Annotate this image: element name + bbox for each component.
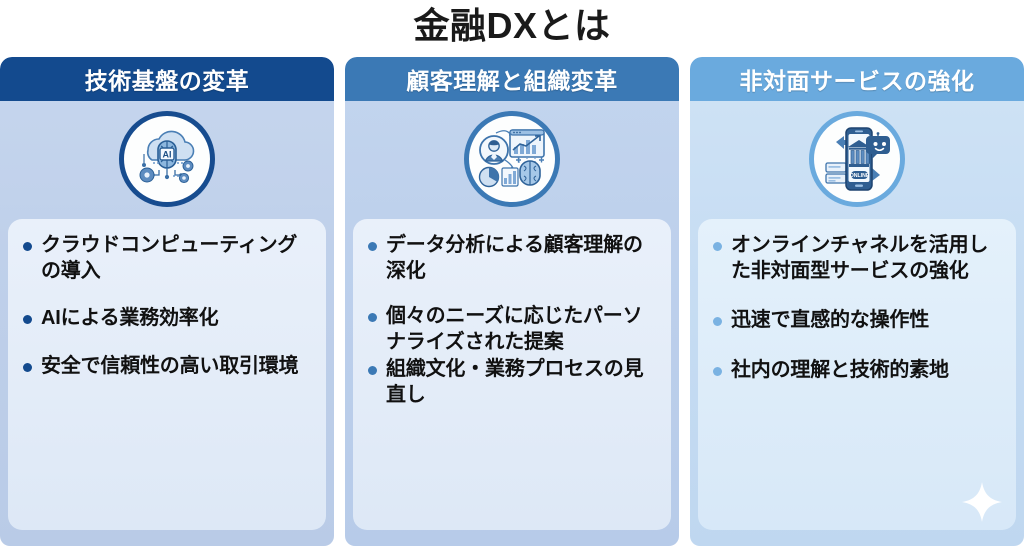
column-header-customer: 顧客理解と組織変革 [345, 57, 679, 101]
columns-row: 技術基盤の変革 AI [0, 57, 1024, 546]
customer-analytics-brain-icon [464, 111, 560, 207]
column-card-customer[interactable]: 顧客理解と組織変革 [345, 57, 679, 546]
bullet-list-technology: クラウドコンピューティングの導入 AIによる業務効率化 安全で信頼性の高い取引環… [14, 233, 316, 379]
svg-text:ONLINE: ONLINE [850, 173, 870, 179]
bullet-list-customer: データ分析による顧客理解の深化 個々のニーズに応じたパーソナライズされた提案 組… [359, 233, 661, 409]
list-item: 組織文化・業務プロセスの見直し [359, 357, 661, 408]
svg-text:AI: AI [163, 150, 172, 160]
mobile-online-banking-chatbot-icon: ONLINE [809, 111, 905, 207]
bullet-panel-technology: クラウドコンピューティングの導入 AIによる業務効率化 安全で信頼性の高い取引環… [8, 219, 326, 530]
list-item: 安全で信頼性の高い取引環境 [14, 354, 316, 380]
list-item: クラウドコンピューティングの導入 [14, 233, 316, 284]
list-item: 社内の理解と技術的素地 [704, 358, 1006, 384]
column-card-technology[interactable]: 技術基盤の変革 AI [0, 57, 334, 546]
cloud-ai-brain-gears-icon: AI [119, 111, 215, 207]
list-item: データ分析による顧客理解の深化 [359, 233, 661, 284]
sparkle-star-icon [962, 482, 1002, 522]
icon-container-technology: AI [0, 101, 334, 211]
column-header-technology: 技術基盤の変革 [0, 57, 334, 101]
bullet-list-remote-service: オンラインチャネルを活用した非対面型サービスの強化 迅速で直感的な操作性 社内の… [704, 233, 1006, 383]
column-header-remote-service: 非対面サービスの強化 [690, 57, 1024, 101]
bullet-panel-customer: データ分析による顧客理解の深化 個々のニーズに応じたパーソナライズされた提案 組… [353, 219, 671, 530]
page-title: 金融DXとは [413, 5, 611, 46]
list-item: オンラインチャネルを活用した非対面型サービスの強化 [704, 233, 1006, 284]
icon-container-remote-service: ONLINE [690, 101, 1024, 211]
list-item: 迅速で直感的な操作性 [704, 308, 1006, 334]
icon-container-customer [345, 101, 679, 211]
bullet-panel-remote-service: オンラインチャネルを活用した非対面型サービスの強化 迅速で直感的な操作性 社内の… [698, 219, 1016, 530]
list-item: AIによる業務効率化 [14, 306, 316, 332]
column-card-remote-service[interactable]: 非対面サービスの強化 [690, 57, 1024, 546]
list-item: 個々のニーズに応じたパーソナライズされた提案 [359, 304, 661, 355]
